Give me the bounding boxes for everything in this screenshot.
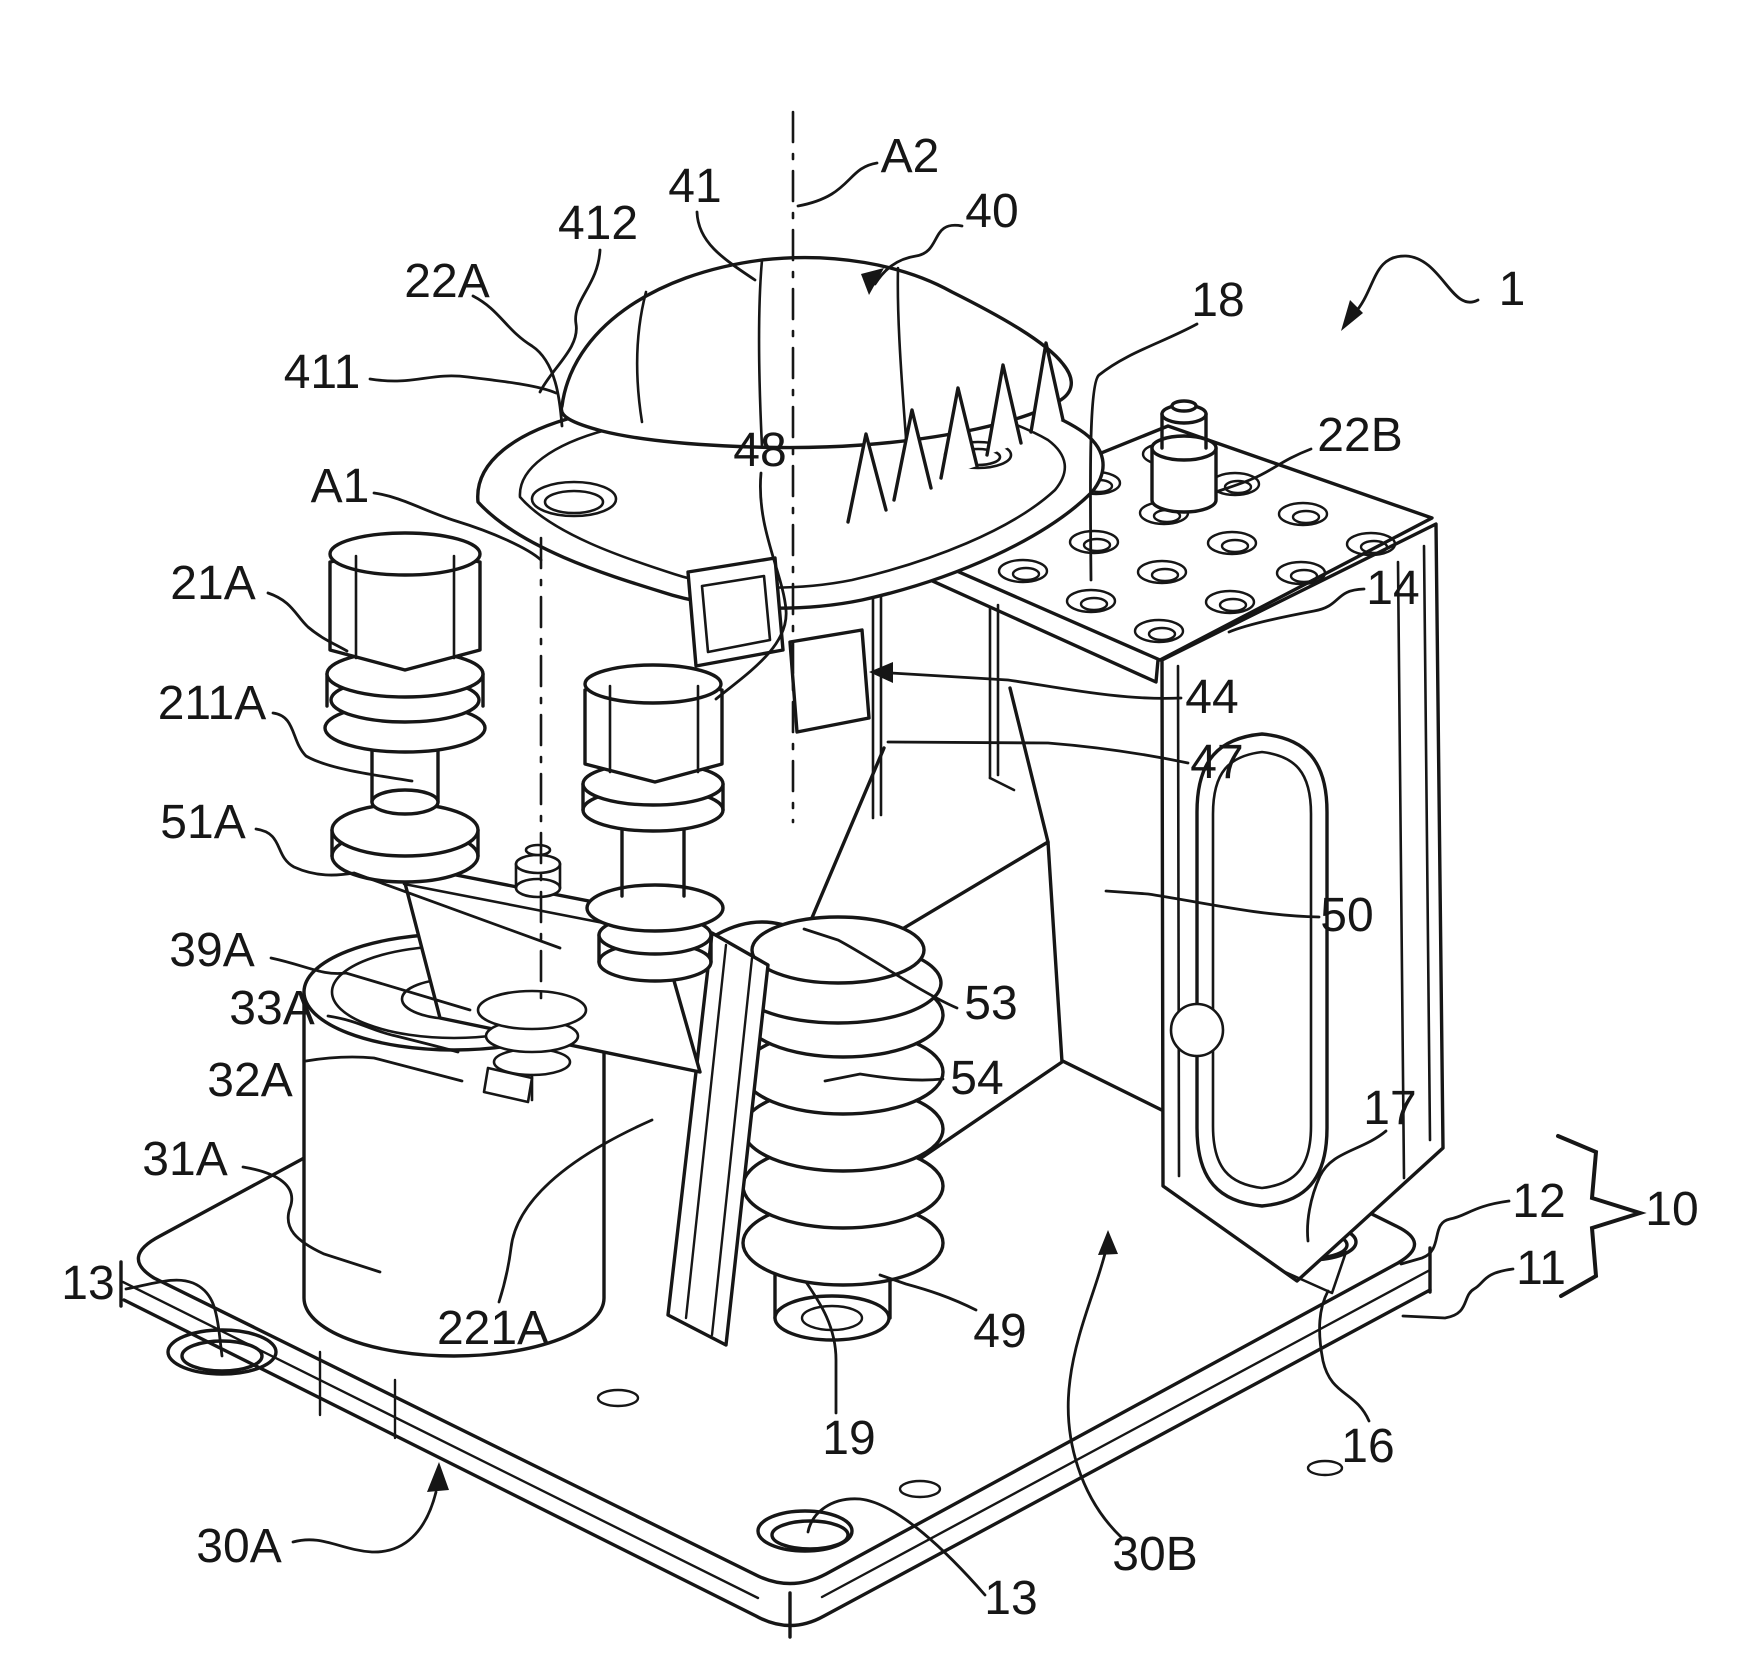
label-31a: 31A bbox=[142, 1133, 227, 1186]
axis-lines bbox=[539, 110, 795, 1007]
leader-22a bbox=[471, 294, 564, 428]
leader-51a bbox=[254, 827, 562, 950]
label-49: 49 bbox=[973, 1305, 1026, 1358]
leader-412 bbox=[538, 248, 602, 394]
label-22a: 22A bbox=[404, 255, 489, 308]
label-12: 12 bbox=[1512, 1175, 1565, 1228]
leader-11 bbox=[1401, 1267, 1515, 1320]
arrowhead-44 bbox=[869, 662, 893, 683]
side-wall-14 bbox=[1160, 522, 1445, 1295]
label-a2: A2 bbox=[881, 130, 940, 183]
label-30b: 30B bbox=[1112, 1528, 1197, 1581]
label-47: 47 bbox=[1190, 736, 1243, 789]
label-18: 18 bbox=[1191, 274, 1244, 327]
label-19: 19 bbox=[822, 1412, 875, 1465]
label-50: 50 bbox=[1320, 889, 1373, 942]
arrowhead-30b bbox=[1098, 1230, 1118, 1255]
brace-10 bbox=[1556, 1134, 1647, 1298]
leader-17 bbox=[1306, 1129, 1388, 1243]
terminal-bolt-b bbox=[581, 663, 725, 983]
device-drawing bbox=[119, 110, 1445, 1639]
leader-39a bbox=[269, 956, 472, 1012]
leader-54 bbox=[823, 1072, 945, 1083]
leader-221a bbox=[497, 1118, 654, 1304]
mounting-hole-13-left bbox=[166, 1328, 278, 1376]
leader-53 bbox=[802, 927, 959, 1010]
leader-32a bbox=[304, 1055, 464, 1083]
leader-16 bbox=[1318, 1289, 1371, 1423]
small-holes bbox=[596, 1388, 1344, 1499]
label-21a: 21A bbox=[170, 557, 255, 610]
leader-48 bbox=[714, 471, 788, 701]
arrowhead-30a bbox=[427, 1462, 449, 1492]
label-48: 48 bbox=[733, 424, 786, 477]
arrowhead-1 bbox=[1341, 300, 1363, 331]
leader-44 bbox=[889, 671, 1183, 700]
leader-lines bbox=[124, 161, 1647, 1597]
leader-13-bottom bbox=[806, 1497, 987, 1597]
label-211a: 211A bbox=[158, 677, 267, 730]
label-33a: 33A bbox=[229, 982, 314, 1035]
pull-rods bbox=[871, 591, 1016, 820]
leader-18 bbox=[1089, 322, 1199, 582]
label-411: 411 bbox=[284, 346, 361, 399]
leader-a1 bbox=[372, 491, 543, 562]
label-32a: 32A bbox=[207, 1054, 292, 1107]
dome-cap-40 bbox=[559, 255, 1073, 450]
label-221a: 221A bbox=[437, 1302, 549, 1355]
mounting-hole-13-front bbox=[756, 1509, 854, 1553]
spring-stack-33a bbox=[476, 989, 588, 1104]
leader-14 bbox=[1227, 587, 1366, 634]
coil-spring-54 bbox=[733, 915, 945, 1287]
label-40: 40 bbox=[965, 185, 1018, 238]
leader-41 bbox=[695, 210, 757, 282]
label-a1: A1 bbox=[311, 460, 370, 513]
label-44: 44 bbox=[1185, 671, 1238, 724]
label-39a: 39A bbox=[169, 924, 254, 977]
contact-stud-51a bbox=[514, 843, 562, 899]
leader-49 bbox=[878, 1273, 978, 1312]
boss-22b bbox=[1150, 399, 1218, 514]
label-51a: 51A bbox=[160, 796, 245, 849]
leader-211a bbox=[271, 711, 414, 783]
leader-22b bbox=[1214, 447, 1313, 494]
label-13-bottom: 13 bbox=[984, 1572, 1037, 1625]
label-1: 1 bbox=[1499, 263, 1526, 316]
leader-33a bbox=[326, 1014, 460, 1054]
leader-arrowheads bbox=[427, 268, 1363, 1492]
arrowhead-40 bbox=[861, 268, 884, 295]
leader-30a bbox=[291, 1490, 438, 1554]
reference-labels: 41 A2 412 40 22A 411 A1 21A 18 1 22B 14 … bbox=[61, 130, 1698, 1625]
leader-50 bbox=[1104, 889, 1321, 919]
label-10: 10 bbox=[1645, 1183, 1698, 1236]
label-13-left: 13 bbox=[61, 1257, 114, 1310]
contact-windows-48 bbox=[686, 556, 871, 734]
leader-21a bbox=[266, 591, 349, 653]
label-17: 17 bbox=[1363, 1082, 1416, 1135]
label-22b: 22B bbox=[1317, 409, 1402, 462]
label-16: 16 bbox=[1341, 1420, 1394, 1473]
label-14: 14 bbox=[1366, 562, 1419, 615]
leader-1 bbox=[1352, 254, 1480, 316]
leader-12 bbox=[1399, 1199, 1511, 1266]
label-11: 11 bbox=[1516, 1242, 1566, 1295]
leader-411 bbox=[368, 374, 558, 395]
label-30a: 30A bbox=[196, 1520, 281, 1573]
leader-40 bbox=[873, 223, 964, 286]
leader-47 bbox=[886, 740, 1190, 765]
leader-a2 bbox=[796, 161, 879, 208]
leader-13-left bbox=[124, 1278, 224, 1358]
channel-bar-221a bbox=[666, 931, 770, 1347]
label-41: 41 bbox=[668, 160, 721, 213]
core-tube-19 bbox=[773, 1238, 892, 1342]
vent-spikes bbox=[846, 341, 1065, 524]
leader-30b bbox=[1066, 1243, 1124, 1540]
label-412: 412 bbox=[558, 197, 638, 250]
label-54: 54 bbox=[950, 1052, 1003, 1105]
label-53: 53 bbox=[964, 977, 1017, 1030]
terminal-bolt-21a bbox=[323, 531, 487, 884]
leader-31a bbox=[241, 1165, 382, 1274]
leader-19 bbox=[804, 1280, 838, 1415]
